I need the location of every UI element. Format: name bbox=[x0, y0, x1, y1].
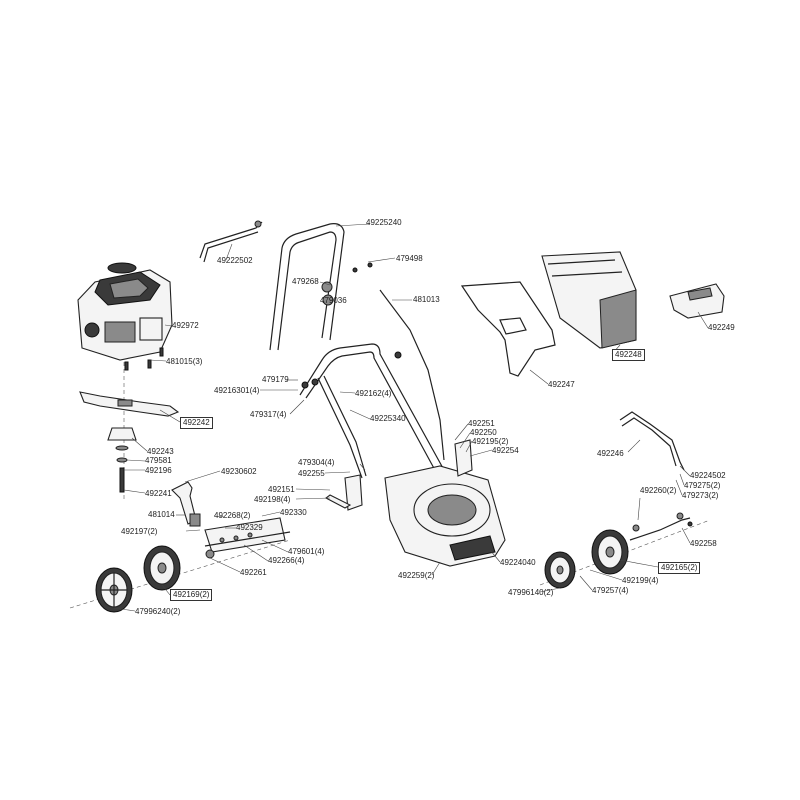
front-wheel-small-part bbox=[143, 545, 181, 591]
rear-wheel-small-part bbox=[544, 551, 576, 589]
front-axle-part bbox=[204, 517, 291, 559]
rear-flap-part bbox=[669, 283, 725, 319]
label-492165: 492165(2) bbox=[658, 562, 701, 574]
label-492162: 492162(4) bbox=[355, 389, 392, 398]
label-492250: 492250 bbox=[470, 428, 497, 437]
label-492329: 492329 bbox=[236, 523, 263, 532]
label-479268: 479268 bbox=[292, 277, 319, 286]
grass-bag-frame-part bbox=[460, 281, 556, 377]
label-492268: 492268(2) bbox=[214, 511, 251, 520]
label-49222502: 49222502 bbox=[217, 256, 253, 265]
label-479257: 479257(4) bbox=[592, 586, 629, 595]
label-49225340: 49225340 bbox=[370, 414, 406, 423]
label-479601: 479601(4) bbox=[288, 547, 325, 556]
label-479317: 479317(4) bbox=[250, 410, 287, 419]
label-492169: 492169(2) bbox=[170, 589, 213, 601]
label-479273: 479273(2) bbox=[682, 491, 719, 500]
leader-lines bbox=[113, 223, 709, 612]
label-479498: 479498 bbox=[396, 254, 423, 263]
label-492242: 492242 bbox=[180, 417, 213, 429]
label-49216301: 49216301(4) bbox=[214, 386, 260, 395]
label-492151: 492151 bbox=[268, 485, 295, 494]
rear-wheel-large-part bbox=[591, 529, 629, 575]
label-49225240: 49225240 bbox=[366, 218, 402, 227]
label-492254: 492254 bbox=[492, 446, 519, 455]
engine-part bbox=[77, 262, 173, 361]
label-492246: 492246 bbox=[597, 449, 624, 458]
label-479581: 479581 bbox=[145, 456, 172, 465]
label-492197: 492197(2) bbox=[121, 527, 158, 536]
cable-part bbox=[379, 289, 445, 461]
label-49230602: 49230602 bbox=[221, 467, 257, 476]
label-479275: 479275(2) bbox=[684, 481, 721, 490]
label-49224040: 49224040 bbox=[500, 558, 536, 567]
label-481015: 481015(3) bbox=[166, 357, 203, 366]
label-492261: 492261 bbox=[240, 568, 267, 577]
label-47996240: 47996240(2) bbox=[135, 607, 181, 616]
label-492266: 492266(4) bbox=[268, 556, 305, 565]
label-479036: 479036 bbox=[320, 296, 347, 305]
front-wheel-large-part bbox=[95, 567, 133, 613]
label-492255: 492255 bbox=[298, 469, 325, 478]
label-479304: 479304(4) bbox=[298, 458, 335, 467]
grass-bag-part bbox=[541, 251, 637, 349]
label-492249: 492249 bbox=[708, 323, 735, 332]
label-492248: 492248 bbox=[612, 349, 645, 361]
lower-handle-part bbox=[299, 343, 445, 479]
label-492259: 492259(2) bbox=[398, 571, 435, 580]
label-479179: 479179 bbox=[262, 375, 289, 384]
label-492196: 492196 bbox=[145, 466, 172, 475]
handle-hardware-part bbox=[301, 262, 402, 389]
label-492251: 492251 bbox=[468, 419, 495, 428]
wheel-lever-part bbox=[324, 494, 352, 509]
blade-part bbox=[79, 391, 180, 417]
label-492258: 492258 bbox=[690, 539, 717, 548]
label-481013: 481013 bbox=[413, 295, 440, 304]
rear-axle-part bbox=[619, 411, 693, 541]
label-492972: 492972 bbox=[172, 321, 199, 330]
front-lever-part bbox=[171, 481, 201, 527]
label-492195: 492195(2) bbox=[472, 437, 509, 446]
label-492330: 492330 bbox=[280, 508, 307, 517]
label-492199: 492199(4) bbox=[622, 576, 659, 585]
engine-bolts-part bbox=[124, 347, 164, 371]
upper-handle-part bbox=[269, 223, 345, 351]
label-49224502: 49224502 bbox=[690, 471, 726, 480]
label-492241: 492241 bbox=[145, 489, 172, 498]
label-481014: 481014 bbox=[148, 510, 175, 519]
label-492198: 492198(4) bbox=[254, 495, 291, 504]
label-492260: 492260(2) bbox=[640, 486, 677, 495]
label-492247: 492247 bbox=[548, 380, 575, 389]
control-bar-part bbox=[199, 220, 263, 263]
deck-part bbox=[384, 465, 506, 567]
label-492243: 492243 bbox=[147, 447, 174, 456]
label-47996140: 47996140(2) bbox=[508, 588, 554, 597]
